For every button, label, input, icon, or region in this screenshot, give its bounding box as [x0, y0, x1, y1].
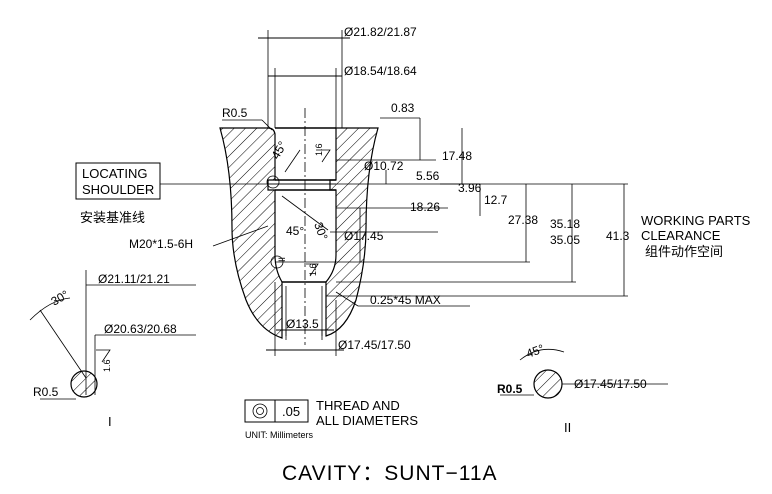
dim-5-56: 5.56: [416, 169, 440, 183]
dim-27-38: 27.38: [508, 213, 538, 227]
dim-d18-54: Ø18.54/18.64: [344, 64, 417, 78]
dim-d21-82: Ø21.82/21.87: [344, 25, 417, 39]
detail-II-45: 45°: [524, 341, 546, 360]
drawing-title: CAVITY：SUNT−11A: [282, 462, 498, 485]
locating-box: [75, 162, 161, 200]
tol-symbol-cell: [244, 399, 276, 423]
detail-II-r0-5: R0.5: [497, 382, 523, 396]
detail-I-circle: [70, 370, 98, 398]
tol-concentric-inner: [256, 407, 264, 415]
dim-41-3: 41.3: [606, 229, 630, 243]
dim-17-48: 17.48: [442, 149, 472, 163]
detail-II-45-arc: [519, 348, 565, 361]
dim-r0-5-top: R0.5: [222, 106, 248, 120]
tol-concentric-outer: [252, 403, 268, 419]
working-line2: CLEARANCE: [641, 228, 721, 243]
tol-value: .05: [282, 404, 300, 419]
rough-symbol-1: [316, 149, 331, 163]
thread-hatch-diag: [281, 195, 329, 231]
dim-0-83: 0.83: [391, 101, 415, 115]
detail-I-d20: Ø20.63/20.68: [104, 322, 177, 336]
detail-II-circle: [533, 369, 563, 399]
dim-35-18: 35.18: [550, 217, 580, 231]
tolerance-frame: .05 THREAD AND ALL DIAMETERS UNIT: Milli…: [244, 398, 418, 440]
detail-I-marker: [266, 175, 280, 189]
r0-5-leader: [261, 119, 273, 131]
detail-II: Ø17.45/17.50 R0.5 45° II: [497, 341, 668, 435]
rough-1: 1.6: [314, 143, 324, 156]
detail-I-rough: 1.6: [102, 359, 112, 372]
working-line1: WORKING PARTS: [641, 213, 751, 228]
chamfer-leader: [335, 291, 359, 307]
rough-2: 1.6: [308, 263, 318, 276]
rough-symbol-2: [304, 263, 319, 277]
thread-spec: M20*1.5-6H: [129, 237, 193, 251]
tol-value-cell: [274, 399, 309, 423]
dim-17-45-bottom: Ø17.45/17.50: [338, 338, 411, 352]
dim-12-7: 12.7: [484, 193, 508, 207]
mark-II-main: II: [277, 257, 287, 262]
dim-18-26: 18.26: [410, 200, 440, 214]
working-cn: 组件动作空间: [645, 244, 723, 259]
locating-line1: LOCATING: [82, 166, 148, 181]
locating-shoulder-label: LOCATING SHOULDER 安装基准线: [75, 162, 161, 225]
detail-I: Ø21.11/21.21 Ø20.63/20.68 30° 1.6 R0.5 I: [29, 270, 196, 429]
detail-I-r0-5: R0.5: [33, 385, 59, 399]
dim-chamfer: 0.25*45 MAX: [370, 293, 441, 307]
detail-I-rough-symbol: [96, 349, 111, 363]
detail-I-30-leader: [39, 309, 87, 379]
thread-leader: [212, 225, 269, 247]
dim-17-45-mid: Ø17.45: [344, 229, 384, 243]
detail-I-mark: I: [108, 414, 112, 429]
dim-10-72: Ø10.72: [364, 159, 404, 173]
tol-note-line2: ALL DIAMETERS: [316, 413, 418, 428]
detail-II-d17: Ø17.45/17.50: [574, 377, 647, 391]
dim-35-05: 35.05: [550, 233, 580, 247]
dim-3-96: 3.96: [458, 181, 482, 195]
detail-I-30-arc: [29, 297, 71, 321]
tol-note-line1: THREAD AND: [316, 398, 400, 413]
main-section: Ø21.82/21.87 Ø18.54/18.64 R0.5 0.83 45° …: [129, 25, 751, 356]
dim-13-5: Ø13.5: [286, 317, 319, 331]
ang45-a-leader: [284, 149, 301, 173]
detail-I-d21: Ø21.11/21.21: [98, 272, 170, 286]
detail-II-marker: [270, 255, 284, 269]
locating-cn: 安装基准线: [80, 210, 145, 225]
left-wall-section: [219, 127, 283, 339]
dim-45-b: 45°: [286, 224, 304, 238]
tol-unit: UNIT: Millimeters: [245, 430, 314, 440]
detail-II-mark: II: [564, 420, 571, 435]
locating-line2: SHOULDER: [82, 182, 154, 197]
dim-30-main: 30°: [311, 220, 330, 242]
